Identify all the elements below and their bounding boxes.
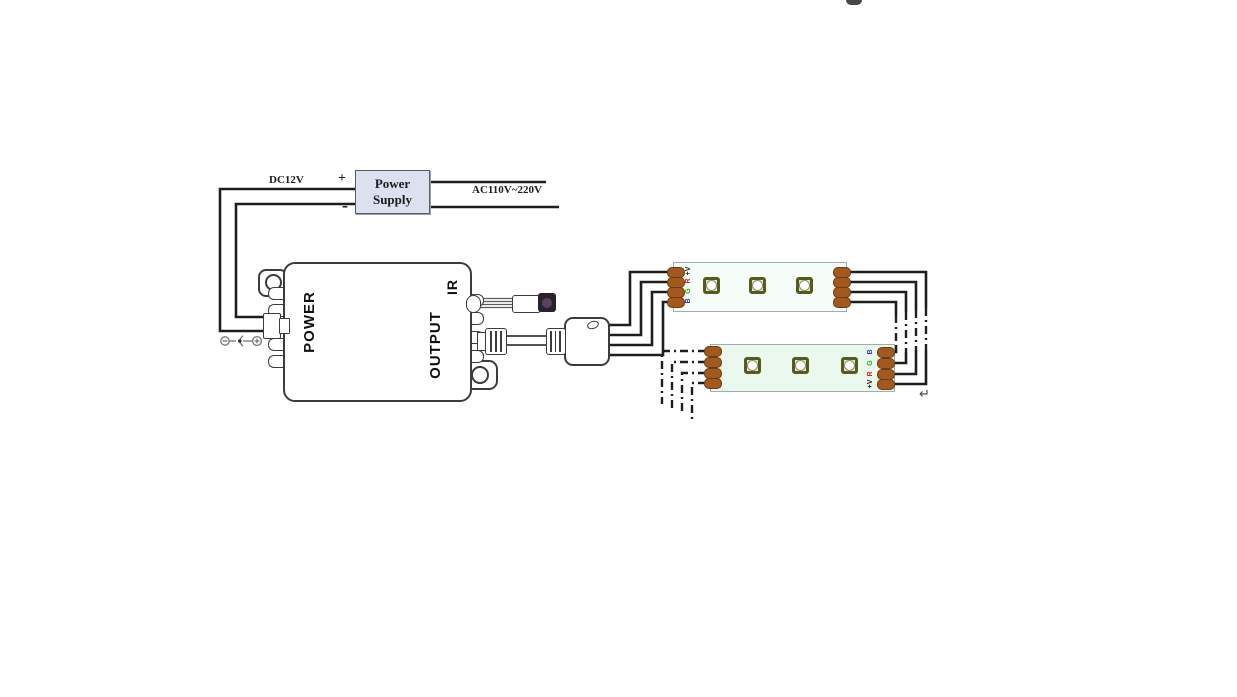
plug-ridge (559, 331, 561, 352)
power-fin (268, 355, 286, 368)
strip2-left-pad (704, 357, 722, 368)
power-fin (268, 287, 286, 300)
mounting-hole-icon (471, 366, 489, 384)
ir-sensor-lens (542, 297, 552, 308)
ir-sensor-icon (538, 293, 556, 312)
extension-wire-1 (660, 349, 706, 404)
plug-ridge (495, 331, 497, 352)
led-chip (796, 277, 813, 294)
led-chip (749, 277, 766, 294)
link-wire-b (847, 300, 898, 315)
polarity-icon (220, 335, 263, 347)
controller-box (283, 262, 472, 402)
plug-ridge (500, 331, 502, 352)
extension-wire-3 (680, 371, 706, 414)
strip2-left-pad (704, 346, 722, 357)
strip1-pad-b (667, 297, 685, 308)
link-wire-v (891, 350, 928, 386)
link-wire-g (891, 352, 908, 365)
dc-wire-positive (218, 187, 355, 333)
led-lens (799, 280, 810, 291)
plug-ridge (554, 331, 557, 352)
strip2-label-v: +V (867, 379, 874, 389)
dc-plug-tip (279, 318, 290, 334)
plug-ridge (550, 331, 552, 352)
dc-wire-negative (234, 202, 355, 319)
dc-voltage-label: DC12V (269, 174, 304, 186)
led-chip (703, 277, 720, 294)
strip2-pad-b (877, 347, 895, 358)
led-chip (841, 357, 858, 374)
link-wire-r (891, 350, 918, 376)
power-supply-label-1: Power (374, 176, 411, 192)
junction-wire-g (604, 290, 671, 347)
led-lens (747, 360, 758, 371)
link-wire-r (847, 280, 918, 310)
led-chip (744, 357, 761, 374)
link-wire-v (847, 270, 928, 308)
strip2-left-pad (704, 378, 722, 389)
cropped-artifact (846, 0, 862, 5)
extension-wire-2 (670, 360, 706, 409)
plus-label: + (338, 171, 346, 186)
junction-wire-b (604, 300, 671, 357)
ir-connector (466, 295, 481, 313)
power-port-label: POWER (301, 291, 318, 353)
plug-ridge (490, 331, 492, 352)
led-lens (844, 360, 855, 371)
extension-wire-4 (690, 381, 706, 419)
led-lens (706, 280, 717, 291)
junction-connector (546, 328, 566, 355)
strip1-label-b: B (685, 298, 692, 304)
ir-port-label: IR (444, 279, 460, 295)
return-mark: ↵ (919, 386, 930, 401)
link-wire-g (847, 290, 908, 312)
strip2-pad-v (877, 379, 895, 390)
strip1-right-pad (833, 297, 851, 308)
led-lens (752, 280, 763, 291)
polarity-center-dot (238, 339, 242, 343)
strip2-pad-g (877, 358, 895, 369)
ac-voltage-label: AC110V~220V (472, 184, 542, 196)
power-supply-box: Power Supply (355, 170, 430, 214)
led-chip (792, 357, 809, 374)
power-supply-label-2: Supply (372, 192, 413, 207)
junction-wire-v (604, 270, 671, 327)
led-lens (795, 360, 806, 371)
junction-wire-r (604, 280, 671, 337)
ir-receiver-body (512, 295, 541, 313)
output-plug-barrel (485, 328, 507, 355)
